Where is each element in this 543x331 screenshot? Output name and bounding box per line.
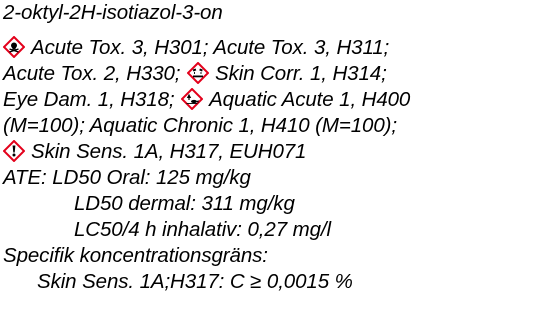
classification-line-1: Acute Tox. 3, H301; Acute Tox. 3, H311; bbox=[3, 35, 389, 61]
classification-line-3: Eye Dam. 1, H318; Aquatic Acute 1, H400 bbox=[3, 88, 411, 111]
scl-entry: Skin Sens. 1A;H317: C ≥ 0,0015 % bbox=[37, 270, 353, 293]
environment-pictogram-icon bbox=[181, 88, 204, 110]
corrosion-pictogram-icon bbox=[187, 62, 210, 84]
substance-name: 2-oktyl-2H-isotiazol-3-on bbox=[3, 1, 223, 24]
ate-oral-line: ATE: LD50 Oral: 125 mg/kg bbox=[3, 166, 251, 189]
classification-line-5: Skin Sens. 1A, H317, EUH071 bbox=[3, 139, 306, 165]
scl-label: Specifik koncentrationsgräns: bbox=[3, 244, 268, 267]
classification-line-4: (M=100); Aquatic Chronic 1, H410 (M=100)… bbox=[3, 114, 397, 137]
skull-crossbones-pictogram-icon bbox=[3, 36, 25, 58]
ate-inhalation-line: LC50/4 h inhalativ: 0,27 mg/l bbox=[74, 218, 331, 241]
classification-line-2: Acute Tox. 2, H330; Skin Corr. 1, H314; bbox=[3, 62, 387, 85]
exclamation-mark-pictogram-icon bbox=[3, 140, 25, 162]
ate-dermal-line: LD50 dermal: 311 mg/kg bbox=[74, 192, 295, 215]
